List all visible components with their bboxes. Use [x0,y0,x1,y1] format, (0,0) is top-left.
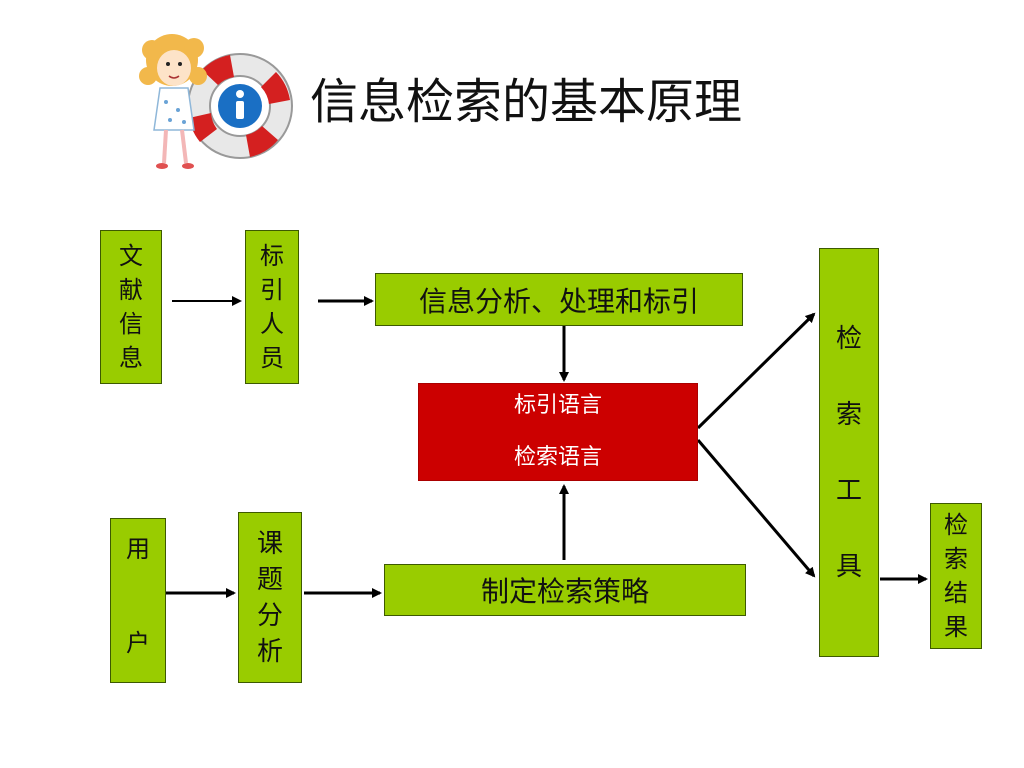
node-doc-info-char: 信 [119,310,143,338]
node-strategy: 制定检索策略 [384,564,746,616]
node-analysis: 信息分析、处理和标引 [375,273,743,326]
node-indexer-char: 员 [260,344,284,372]
node-result-char: 果 [944,613,968,641]
node-indexer-char: 标 [260,242,284,270]
node-user: 用 户 [110,518,166,683]
node-result-char: 结 [944,579,968,607]
node-indexer-char: 引 [260,276,284,304]
node-tool-char: 具 [835,551,862,582]
node-doc-info: 文 献 信 息 [100,230,162,384]
node-language-line: 检索语言 [513,445,602,470]
node-topic-analysis-char: 题 [256,564,283,595]
node-indexer: 标 引 人 员 [245,230,299,384]
node-result-char: 检 [944,511,968,539]
arrow-language-to-tool-up [696,312,816,430]
node-result-char: 索 [944,545,968,573]
node-result: 检 索 结 果 [930,503,982,649]
node-tool-char: 工 [835,475,862,506]
node-user-char: 用 [126,535,150,563]
node-user-char: 户 [126,629,150,657]
node-topic-analysis: 课 题 分 析 [238,512,302,683]
node-topic-analysis-char: 析 [256,636,283,667]
node-topic-analysis-char: 分 [256,600,283,631]
node-indexer-char: 人 [260,310,284,338]
node-doc-info-char: 献 [119,276,143,304]
node-tool-char: 检 [835,323,862,354]
node-topic-analysis-char: 课 [256,528,283,559]
girl-with-info-lifebuoy-icon [139,34,293,169]
node-language-line: 标引语言 [513,393,602,418]
arrow-language-to-tool-down [696,439,816,578]
node-doc-info-char: 文 [119,242,143,270]
node-language: 标引语言 检索语言 [418,383,698,481]
node-doc-info-char: 息 [119,344,143,372]
node-tool: 检 索 工 具 [819,248,879,657]
node-tool-char: 索 [835,399,862,430]
page-title: 信息检索的基本原理 [310,74,743,130]
